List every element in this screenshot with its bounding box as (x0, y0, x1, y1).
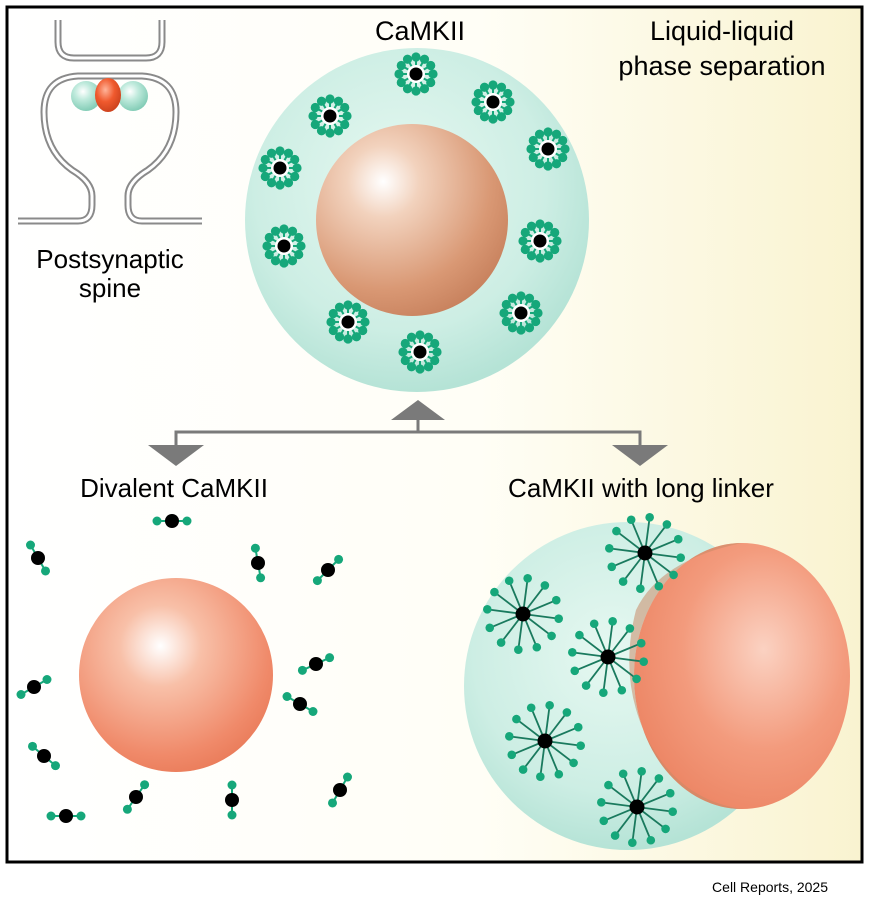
dodecamer-icon (326, 300, 370, 344)
divalent-dimer-icon (297, 653, 335, 675)
arrow-up-icon (391, 400, 445, 420)
arrow-down-icon (612, 445, 668, 466)
llps-label-line1: Liquid-liquid (650, 16, 794, 46)
divalent-label: Divalent CaMKII (80, 473, 268, 503)
spiky-dodecamer-icon (597, 767, 677, 847)
spine-label-line2: spine (79, 273, 141, 303)
llps-label-line2: phase separation (618, 51, 825, 81)
divalent-dimer-icon (46, 809, 86, 823)
divalent-dimer-icon (328, 772, 352, 808)
divalent-droplet (79, 578, 273, 772)
divalent-dimer-icon (282, 692, 318, 716)
dodecamer-icon (518, 219, 562, 263)
synapse-icon (18, 20, 202, 225)
credit-text: Cell Reports, 2025 (712, 879, 828, 895)
dodecamer-icon (394, 52, 438, 96)
divalent-dimers (16, 514, 352, 823)
top-condensate (245, 48, 589, 392)
long-linker-label: CaMKII with long linker (508, 473, 774, 503)
divalent-dimer-icon (312, 554, 344, 586)
spine-label-line1: Postsynaptic (36, 244, 183, 274)
camkii-label: CaMKII (375, 16, 465, 46)
divalent-dimer-icon (152, 514, 192, 528)
dodecamer-icon (526, 127, 570, 171)
branch-arrows (148, 400, 668, 466)
dodecamer-icon (308, 94, 352, 138)
dodecamer-icon (499, 291, 543, 335)
dodecamer-icon (258, 146, 302, 190)
divalent-dimer-icon (26, 540, 50, 576)
divalent-dimer-icon (225, 780, 239, 820)
dodecamer-icon (398, 330, 442, 374)
spiky-dodecamer-icon (568, 617, 648, 697)
top-dodecamers (258, 52, 570, 374)
arrow-down-icon (148, 445, 204, 466)
divalent-dimer-icon (28, 741, 60, 771)
divalent-dimer-icon (250, 543, 266, 583)
dodecamer-icon (262, 224, 306, 268)
spiky-dodecamer-icon (505, 701, 585, 781)
top-droplet (316, 124, 508, 316)
dodecamer-icon (471, 80, 515, 124)
divalent-dimer-icon (122, 780, 150, 814)
spiky-dodecamer-icon (605, 513, 685, 593)
divalent-dimer-icon (16, 675, 52, 699)
long-linker-droplet (634, 543, 850, 809)
spiky-dodecamers (483, 513, 685, 847)
spiky-dodecamer-icon (483, 574, 563, 654)
